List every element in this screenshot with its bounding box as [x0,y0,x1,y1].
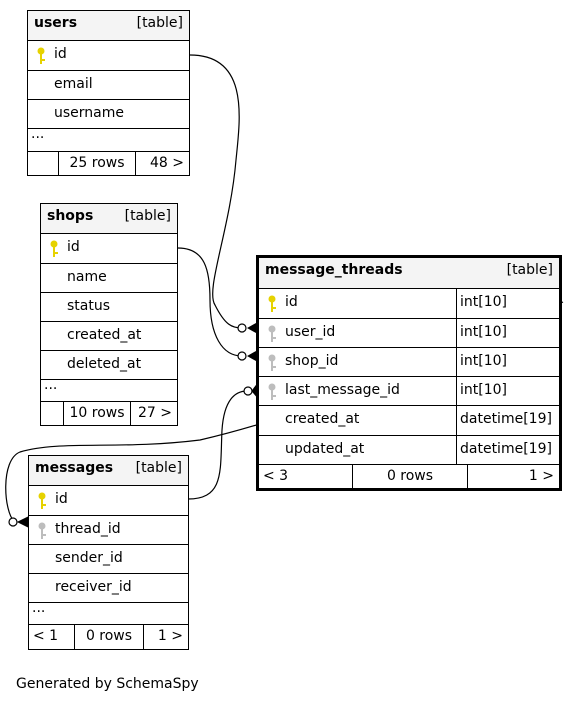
primary-key-icon [50,240,58,257]
table-footer: < 1 0 rows 1 > [29,624,188,649]
foreign-key-icon [268,354,276,371]
column-row[interactable]: last_message_id int[10] [259,376,559,405]
table-name: message_threads [265,262,403,278]
column-row[interactable]: updated_at datetime[19] [259,435,559,464]
column-type: int[10] [456,289,559,318]
table-type-tag: [table] [136,15,183,31]
column-row[interactable]: created_at [41,321,177,350]
column-name: user_id [285,324,336,340]
optional-marker-shop-id [237,351,247,361]
column-row[interactable]: username [28,99,189,128]
column-row[interactable]: id [28,40,189,70]
column-row[interactable]: email [28,70,189,99]
column-row[interactable]: id [29,485,188,515]
column-name: shop_id [285,353,339,369]
child-count-link[interactable]: 27 > [138,405,172,421]
column-name: id [54,46,67,62]
crowfoot-thread-id [16,516,29,528]
primary-key-icon [38,492,46,509]
table-footer: 25 rows 48 > [28,151,189,175]
column-row[interactable]: user_id int[10] [259,318,559,347]
column-row[interactable]: thread_id [29,515,188,544]
column-row[interactable]: status [41,292,177,321]
column-row[interactable]: shop_id int[10] [259,347,559,376]
column-row[interactable]: id int[10] [259,288,559,318]
column-type: datetime[19] [456,406,559,435]
table-message-threads[interactable]: message_threads [table] id int[10] user_… [256,255,562,491]
foreign-key-icon [268,325,276,342]
table-type-tag: [table] [124,208,171,224]
column-name: created_at [67,327,142,343]
column-name: id [55,491,68,507]
table-messages[interactable]: messages [table] id thread_id sender_id … [28,455,189,650]
column-name: receiver_id [55,579,132,595]
parent-count-link[interactable]: < 3 [259,465,353,488]
parent-count [41,402,64,425]
column-row[interactable]: name [41,263,177,292]
more-columns-row: ... [41,377,177,401]
table-header[interactable]: users [table] [28,11,189,40]
table-type-tag: [table] [135,460,182,476]
optional-marker-user-id [237,323,247,333]
table-footer: < 3 0 rows 1 > [259,464,559,488]
column-row[interactable]: deleted_at [41,350,177,379]
column-type: int[10] [456,319,559,347]
table-header[interactable]: messages [table] [29,456,188,485]
column-name: status [67,298,111,314]
column-row[interactable]: created_at datetime[19] [259,405,559,435]
column-name: created_at [285,411,360,427]
column-name: id [285,294,298,310]
foreign-key-icon [268,383,276,400]
child-count-link[interactable]: 1 > [157,628,183,644]
column-type: int[10] [456,377,559,405]
column-name: name [67,269,107,285]
row-count: 0 rows [75,625,144,649]
table-name: shops [47,208,94,224]
column-name: last_message_id [285,382,400,398]
more-columns-row: ... [28,126,189,151]
table-header[interactable]: shops [table] [41,204,177,233]
column-name: updated_at [285,441,365,457]
column-name: sender_id [55,550,123,566]
row-count: 0 rows [353,465,468,488]
column-name: id [67,239,80,255]
row-count: 25 rows [59,152,136,175]
table-shops[interactable]: shops [table] id name status created_at … [40,203,178,426]
table-footer: 10 rows 27 > [41,401,177,425]
column-type: datetime[19] [456,436,559,464]
link-messages-id-to-last-message-id [187,390,248,500]
table-users[interactable]: users [table] id email username ... 25 r… [27,10,190,176]
column-name: username [54,105,124,121]
column-name: email [54,76,93,92]
ellipsis: ... [31,126,45,142]
primary-key-icon [268,295,276,312]
ellipsis: ... [44,377,58,393]
optional-marker-thread-id [8,517,18,527]
table-type-tag: [table] [506,262,553,278]
column-row[interactable]: sender_id [29,544,188,573]
link-shops-id-to-shop-id [177,247,243,357]
parent-count-link[interactable]: < 1 [29,625,75,649]
table-header[interactable]: message_threads [table] [259,258,559,288]
table-name: messages [35,460,114,476]
optional-marker-last-message-id [243,386,253,396]
primary-key-icon [37,47,45,64]
ellipsis: ... [32,600,46,616]
column-name: deleted_at [67,356,142,372]
column-row[interactable]: receiver_id [29,573,188,602]
table-name: users [34,15,78,31]
more-columns-row: ... [29,600,188,624]
link-users-id-to-user-id [189,54,243,329]
column-row[interactable]: id [41,233,177,263]
column-name: thread_id [55,521,121,537]
generated-by-note: Generated by SchemaSpy [16,676,199,692]
column-type: int[10] [456,348,559,376]
foreign-key-icon [38,522,46,539]
parent-count [28,152,59,175]
child-count-link[interactable]: 48 > [150,155,184,171]
row-count: 10 rows [64,402,131,425]
child-count-link[interactable]: 1 > [528,468,554,484]
